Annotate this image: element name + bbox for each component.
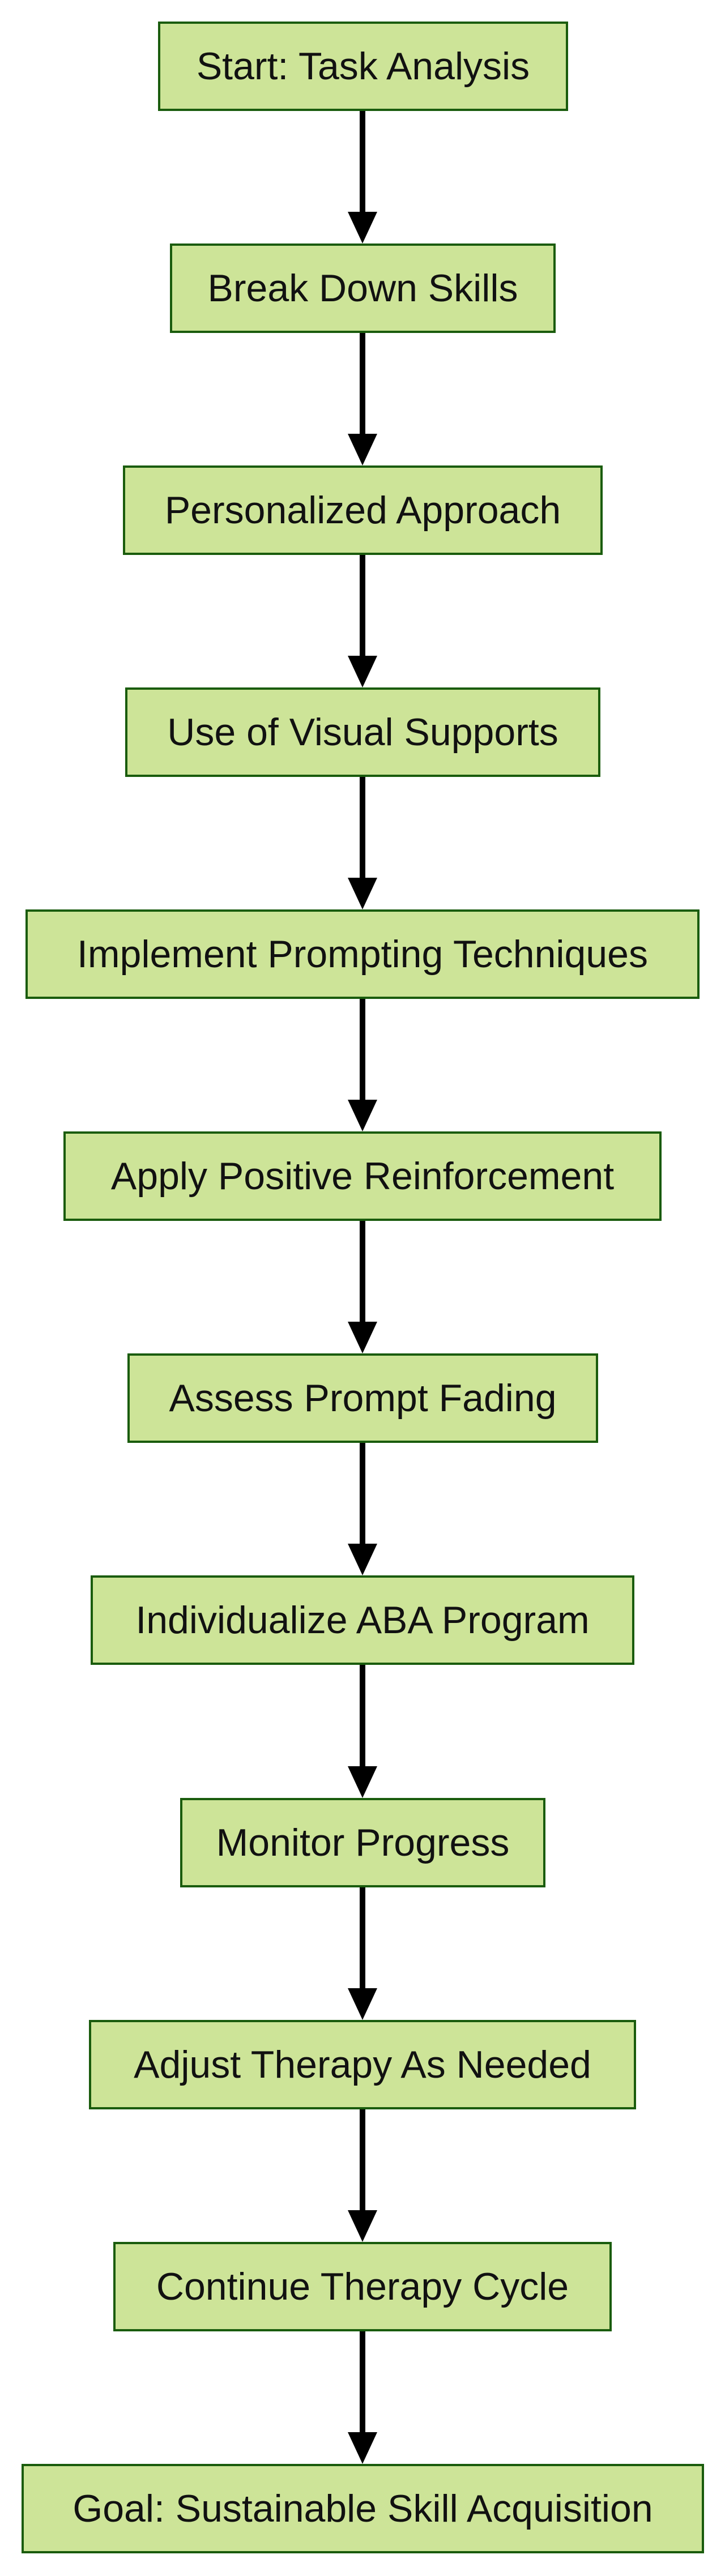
flow-arrow [348, 1221, 377, 1353]
flow-arrow [348, 777, 377, 909]
arrow-head [348, 1544, 377, 1575]
step-label: Implement Prompting Techniques [77, 933, 648, 976]
step-assess-prompt-fading: Assess Prompt Fading [127, 1353, 598, 1443]
step-adjust-therapy-as-needed: Adjust Therapy As Needed [89, 2020, 636, 2109]
step-individualize-aba-program: Individualize ABA Program [91, 1575, 634, 1665]
step-goal-sustainable-skill-acquisition: Goal: Sustainable Skill Acquisition [22, 2464, 704, 2553]
step-apply-positive-reinforcement: Apply Positive Reinforcement [63, 1131, 662, 1221]
step-use-of-visual-supports: Use of Visual Supports [125, 687, 600, 777]
step-personalized-approach: Personalized Approach [123, 465, 603, 555]
step-label: Adjust Therapy As Needed [134, 2043, 591, 2086]
step-continue-therapy-cycle: Continue Therapy Cycle [113, 2242, 612, 2331]
step-start-task-analysis: Start: Task Analysis [158, 22, 568, 111]
step-implement-prompting-techniques: Implement Prompting Techniques [25, 909, 700, 999]
arrow-head [348, 434, 377, 465]
flow-arrow [348, 2331, 377, 2464]
step-label: Continue Therapy Cycle [156, 2265, 569, 2308]
arrow-head [348, 878, 377, 909]
step-label: Assess Prompt Fading [169, 1377, 557, 1420]
arrow-head [348, 656, 377, 687]
flow-arrow [348, 1443, 377, 1575]
flow-arrow [348, 999, 377, 1131]
step-label: Monitor Progress [216, 1821, 510, 1864]
flow-arrow [348, 555, 377, 687]
arrow-head [348, 1100, 377, 1131]
step-label: Personalized Approach [164, 489, 561, 532]
step-label: Break Down Skills [207, 267, 518, 310]
step-label: Start: Task Analysis [196, 45, 530, 88]
flow-arrow [348, 111, 377, 243]
step-monitor-progress: Monitor Progress [180, 1798, 545, 1887]
arrow-head [348, 212, 377, 243]
arrow-head [348, 1766, 377, 1798]
arrow-head [348, 2210, 377, 2242]
flow-arrow [348, 333, 377, 465]
arrow-head [348, 2432, 377, 2464]
step-label: Use of Visual Supports [167, 711, 558, 754]
flow-arrow [348, 2109, 377, 2242]
step-label: Apply Positive Reinforcement [110, 1155, 615, 1198]
step-label: Goal: Sustainable Skill Acquisition [72, 2487, 653, 2530]
step-break-down-skills: Break Down Skills [170, 243, 556, 333]
arrow-head [348, 1322, 377, 1353]
flow-arrow [348, 1887, 377, 2020]
arrow-head [348, 1988, 377, 2020]
flow-arrow [348, 1665, 377, 1798]
step-label: Individualize ABA Program [135, 1599, 590, 1642]
